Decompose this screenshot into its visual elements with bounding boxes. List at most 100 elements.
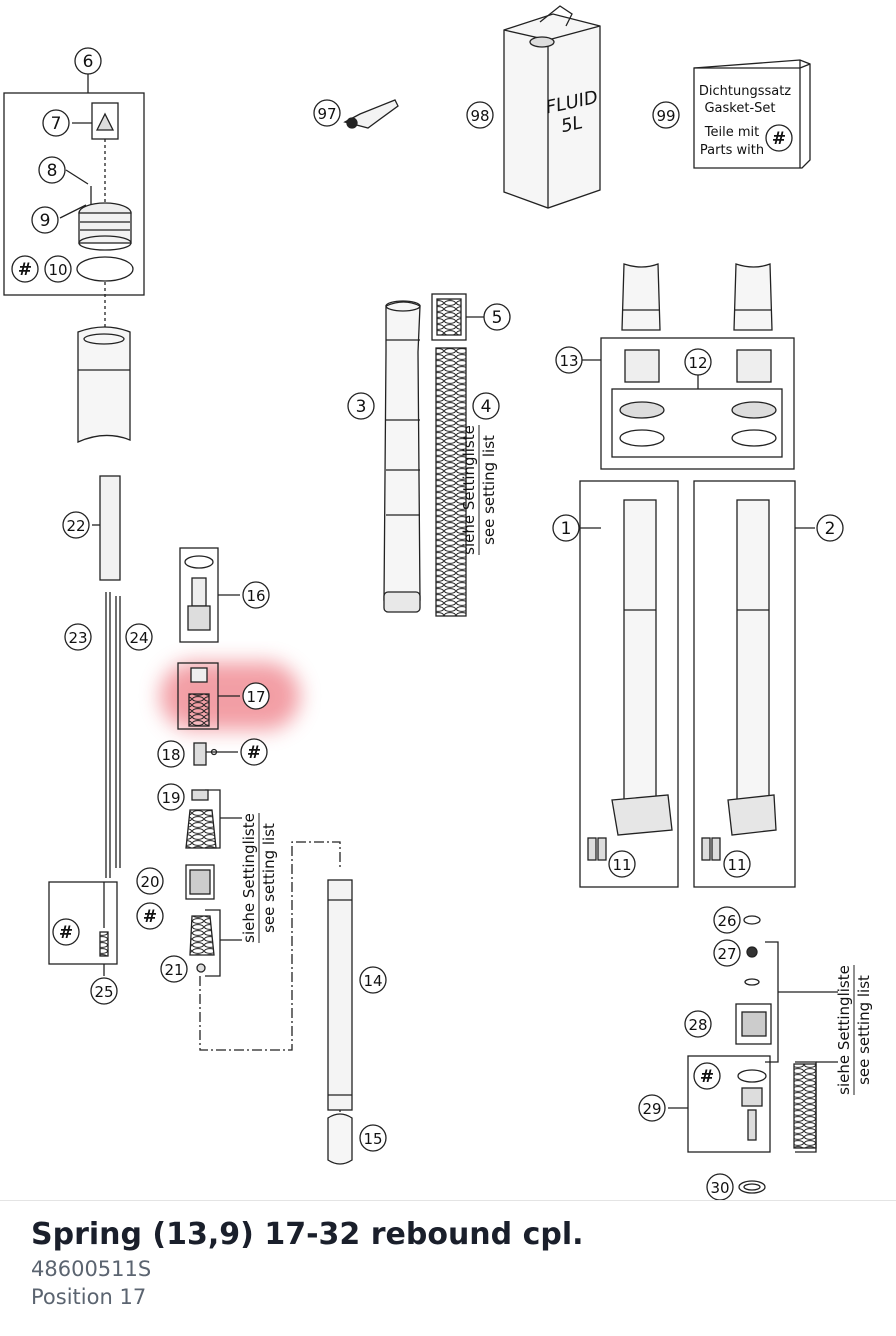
callout-label: 20 [140,873,159,891]
callout-label: 97 [317,105,336,123]
callout-label: 28 [688,1016,707,1034]
callout-label: 4 [481,397,492,417]
callout-label: 26 [717,912,736,930]
hash-label: # [700,1067,714,1087]
callout-hash-20[interactable]: # [136,902,164,930]
callout-21[interactable]: 21 [160,955,188,983]
group-20-frame [185,864,215,900]
callout-label: 22 [66,517,85,535]
callout-label: 29 [642,1100,661,1118]
callout-label: 98 [470,107,489,125]
callout-15[interactable]: 15 [359,1124,387,1152]
position-value: 17 [119,1285,147,1309]
part-title: Spring (13,9) 17-32 rebound cpl. [31,1217,584,1252]
callout-11-right[interactable]: 11 [723,850,751,878]
setting-note-en: see setting list [480,435,498,545]
callout-16[interactable]: 16 [242,581,270,609]
callout-17[interactable]: 17 [242,682,270,710]
callout-13[interactable]: 13 [555,346,583,374]
callout-29[interactable]: 29 [638,1094,666,1122]
callout-label: 24 [129,629,148,647]
part-number: 48600511S [31,1257,152,1281]
exploded-parts-diagram: 6 7 8 9 # 10 97 98 99 # 5 3 4 13 12 1 2 … [3,5,873,1200]
callout-label: 12 [688,354,707,372]
setting-note-valves: siehe Settingliste see setting list [835,965,873,1095]
callout-label: 17 [246,688,265,706]
fluid-can-label-line2: 5L [559,112,584,137]
callout-label: 25 [94,983,113,1001]
callout-label: 30 [710,1179,729,1197]
callout-25[interactable]: 25 [90,977,118,1005]
callout-label: 19 [161,789,180,807]
callout-label: 11 [612,856,631,874]
callout-18[interactable]: 18 [157,740,185,768]
callout-label: 11 [727,856,746,874]
group-2-frame [693,480,796,888]
setting-note-shims: siehe Settingliste see setting list [240,813,278,943]
callout-12[interactable]: 12 [684,348,712,376]
hash-label: # [18,260,32,280]
callout-24[interactable]: 24 [125,623,153,651]
setting-note-spring: siehe Settingliste see setting list [460,425,498,555]
hash-label: # [247,743,261,763]
callout-19[interactable]: 19 [157,783,185,811]
callout-11-left[interactable]: 11 [608,850,636,878]
callout-label: 23 [68,629,87,647]
callout-hash-29[interactable]: # [693,1062,721,1090]
callout-26[interactable]: 26 [713,906,741,934]
callout-hash-25[interactable]: # [52,918,80,946]
group-6-frame [3,92,145,296]
callout-6[interactable]: 6 [74,47,102,75]
setting-note-en: see setting list [855,975,873,1085]
callout-28[interactable]: 28 [684,1010,712,1038]
callout-27[interactable]: 27 [713,939,741,967]
callout-23[interactable]: 23 [64,623,92,651]
callout-22[interactable]: 22 [62,511,90,539]
group-1-frame [579,480,679,888]
callout-label: 15 [363,1130,382,1148]
callout-98[interactable]: 98 [466,101,494,129]
gasket-box-line4: Parts with [700,143,764,158]
callout-7[interactable]: 7 [42,109,70,137]
callout-3[interactable]: 3 [347,392,375,420]
callout-hash-18[interactable]: # [240,738,268,766]
callout-label: 6 [83,52,94,72]
callout-4[interactable]: 4 [472,392,500,420]
setting-note-en: see setting list [260,823,278,933]
callout-label: 2 [825,519,836,539]
callout-30[interactable]: 30 [706,1173,734,1200]
callout-hash-10[interactable]: # [11,255,39,283]
callout-14[interactable]: 14 [359,966,387,994]
callout-1[interactable]: 1 [552,514,580,542]
hash-label: # [772,129,786,149]
callout-hash-99[interactable]: # [765,124,793,152]
callout-label: 99 [656,107,675,125]
callout-label: 8 [47,161,58,181]
callout-label: 7 [51,114,62,134]
callout-label: 18 [161,746,180,764]
callout-label: 21 [164,961,183,979]
group-28-frame [735,1003,772,1045]
gasket-box-line1: Dichtungssatz [699,84,791,99]
hash-label: # [59,923,73,943]
callout-5[interactable]: 5 [483,303,511,331]
callout-10[interactable]: 10 [44,255,72,283]
hash-label: # [143,907,157,927]
callout-20[interactable]: 20 [136,867,164,895]
part-info-footer: Spring (13,9) 17-32 rebound cpl. 4860051… [0,1200,896,1336]
part-position: Position 17 [31,1285,146,1309]
setting-note-de: siehe Settingliste [835,965,853,1095]
callout-label: 3 [356,397,367,417]
callout-label: 9 [40,211,51,231]
callout-2[interactable]: 2 [816,514,844,542]
callout-97[interactable]: 97 [313,99,341,127]
position-label: Position [31,1285,113,1309]
group-13-frame [600,337,795,470]
callout-label: 13 [559,352,578,370]
callout-label: 5 [492,308,503,328]
group-29-frame [687,1055,771,1153]
callout-8[interactable]: 8 [38,156,66,184]
callout-9[interactable]: 9 [31,206,59,234]
setting-note-de: siehe Settingliste [460,425,478,555]
callout-99[interactable]: 99 [652,101,680,129]
